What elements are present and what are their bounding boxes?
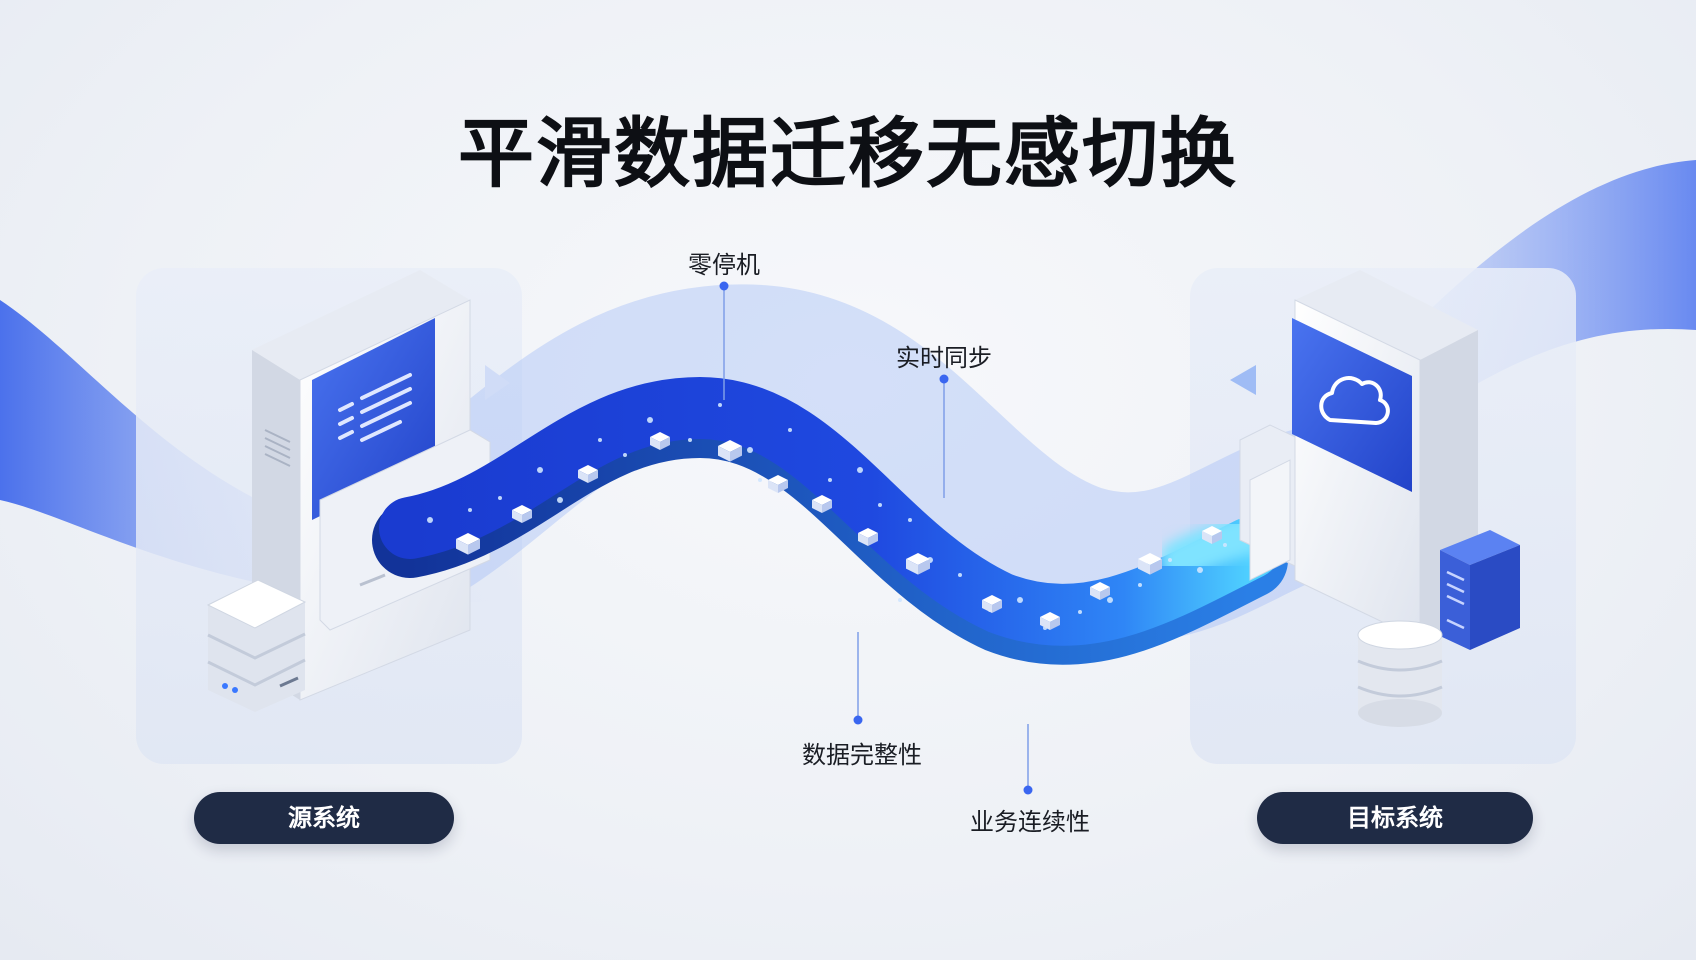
background-wave-left bbox=[0, 300, 520, 603]
sparkle bbox=[747, 447, 753, 453]
sparkle bbox=[598, 438, 602, 442]
sparkle bbox=[758, 478, 762, 482]
target-tower-server-icon bbox=[1440, 530, 1520, 650]
callout-realtime-sync: 实时同步 bbox=[896, 344, 992, 372]
sparkle bbox=[427, 517, 433, 523]
sparkle bbox=[908, 518, 912, 522]
sparkle bbox=[468, 508, 472, 512]
sparkle bbox=[1197, 567, 1203, 573]
callout-leader-3 bbox=[853, 632, 863, 725]
sparkle bbox=[878, 503, 882, 507]
decorative-arrow-icon bbox=[1230, 365, 1256, 395]
data-packet-icon bbox=[718, 440, 742, 462]
data-packet-icon bbox=[768, 475, 788, 493]
sparkle bbox=[718, 403, 722, 407]
data-packet-icon bbox=[578, 465, 598, 483]
data-packet-icon bbox=[512, 505, 532, 523]
sparkle bbox=[623, 453, 627, 457]
callout-leader-2 bbox=[939, 374, 949, 498]
data-packet-icon bbox=[650, 432, 670, 450]
source-database-icon bbox=[206, 579, 307, 712]
callout-leader-1 bbox=[719, 281, 729, 400]
sparkle bbox=[537, 467, 543, 473]
decorative-arrow-icon bbox=[485, 365, 510, 400]
data-packet-icon bbox=[1040, 612, 1060, 630]
sparkle bbox=[1078, 610, 1082, 614]
sparkle bbox=[688, 438, 692, 442]
sparkle bbox=[1017, 597, 1023, 603]
sparkle bbox=[1168, 558, 1172, 562]
sparkle bbox=[958, 573, 962, 577]
sparkle bbox=[498, 496, 502, 500]
sparkle bbox=[1107, 597, 1113, 603]
sparkle bbox=[857, 467, 863, 473]
sparkle bbox=[557, 497, 563, 503]
data-packet-icon bbox=[906, 553, 930, 575]
callout-zero-downtime: 零停机 bbox=[688, 251, 760, 279]
sparkle bbox=[647, 417, 653, 423]
sparkle bbox=[1223, 543, 1227, 547]
cloud-icon bbox=[1319, 376, 1390, 425]
data-packet-icon bbox=[1138, 553, 1162, 575]
data-packet-icon bbox=[858, 528, 878, 546]
data-stream bbox=[379, 376, 1281, 646]
data-packet-icon bbox=[1090, 582, 1110, 600]
sparkle bbox=[898, 598, 902, 602]
callout-leader-4 bbox=[1023, 724, 1033, 795]
sparkle bbox=[1138, 583, 1142, 587]
page-title: 平滑数据迁移无感切换 bbox=[458, 109, 1238, 198]
data-packet-icon bbox=[1202, 526, 1222, 544]
callout-leaders bbox=[719, 281, 1033, 795]
sparkle bbox=[828, 478, 832, 482]
data-packet-icon bbox=[812, 495, 832, 513]
data-packet-icon bbox=[982, 595, 1002, 613]
sparkle bbox=[788, 428, 792, 432]
data-packet-icon bbox=[456, 533, 480, 555]
target-database-icon bbox=[1357, 620, 1443, 727]
callout-business-continuity: 业务连续性 bbox=[970, 808, 1090, 836]
target-system-label: 目标系统 bbox=[1257, 792, 1533, 844]
source-system-label: 源系统 bbox=[194, 792, 454, 844]
callout-data-integrity: 数据完整性 bbox=[802, 741, 922, 769]
